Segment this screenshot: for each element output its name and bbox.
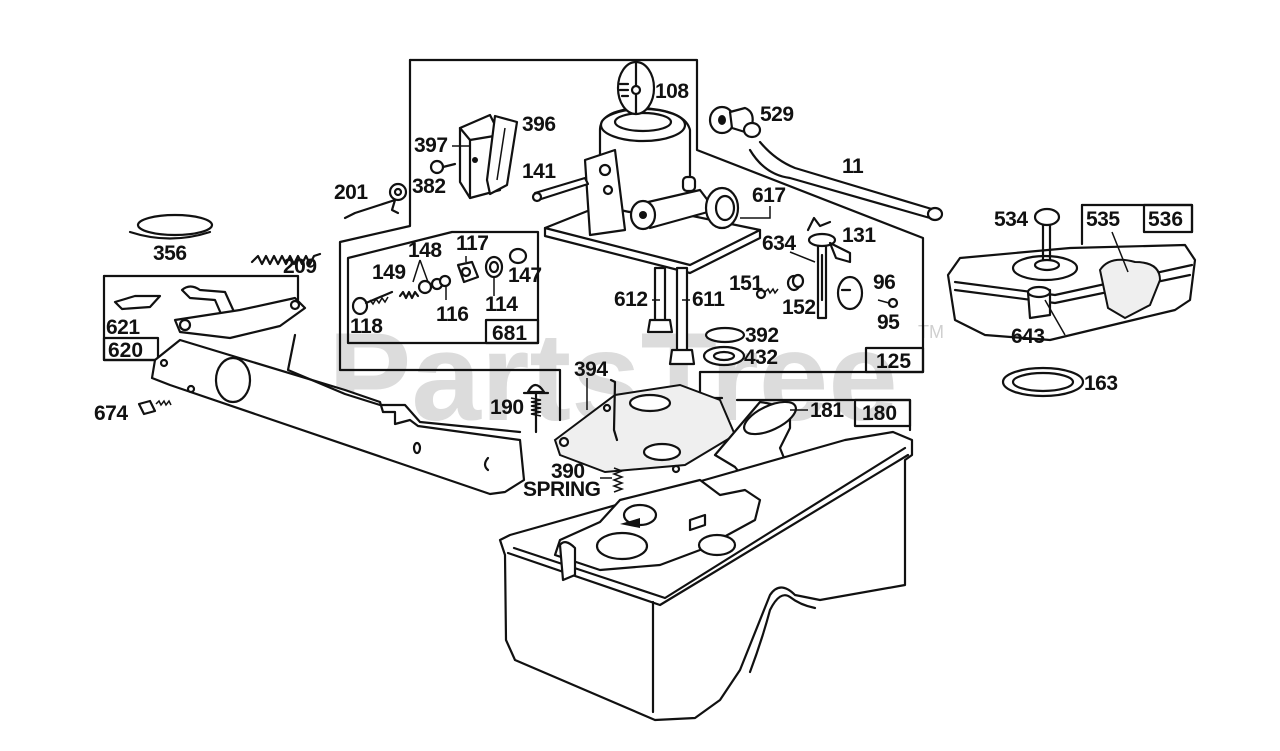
callout-116[interactable]: 116 [436, 303, 469, 326]
callout-190[interactable]: 190 [490, 396, 524, 419]
part-674-screw[interactable] [137, 399, 172, 416]
part-529-elbow-fitting[interactable] [708, 105, 762, 139]
callout-149[interactable]: 149 [372, 261, 406, 284]
callout-534[interactable]: 534 [994, 208, 1029, 231]
callout-118[interactable]: 118 [350, 315, 384, 338]
leader-634 [789, 251, 816, 263]
group-label-box-180 [853, 398, 912, 428]
group-label-681: 681 [492, 322, 527, 345]
callout-209[interactable]: 209 [283, 255, 317, 278]
part-534-screw[interactable] [1033, 207, 1061, 272]
group-label-box-536 [1142, 203, 1194, 234]
part-148-washers[interactable] [417, 277, 444, 295]
part-643-air-cleaner-body[interactable] [946, 243, 1197, 342]
part-11-fuel-pipe[interactable] [748, 140, 944, 222]
callout-394[interactable]: 394 [574, 358, 609, 381]
leader-617 [740, 206, 771, 219]
callout-95[interactable]: 95 [877, 311, 901, 334]
leader-643 [1044, 299, 1066, 336]
part-116-washer[interactable] [438, 274, 452, 288]
callout-spring[interactable]: SPRING [523, 478, 601, 501]
part-621-clip[interactable] [113, 294, 162, 311]
leader-535 [1111, 231, 1129, 273]
callout-147[interactable]: 147 [508, 264, 542, 287]
part-180-fuel-tank[interactable] [498, 430, 914, 722]
group-681-outline: 681 [346, 230, 540, 345]
callout-151[interactable]: 151 [729, 272, 764, 295]
leader-148 [412, 259, 429, 283]
part-141-pin[interactable] [531, 176, 590, 203]
group-label-180: 180 [862, 402, 897, 425]
part-152-spring[interactable] [786, 273, 805, 292]
part-382-screw[interactable] [429, 159, 457, 175]
carburetor-body[interactable] [543, 106, 762, 275]
part-114-washer[interactable] [484, 255, 504, 279]
callout-617[interactable]: 617 [752, 184, 786, 207]
callout-114[interactable]: 114 [485, 293, 519, 316]
part-147-nut[interactable] [508, 247, 528, 265]
group-label-box-620 [102, 336, 160, 362]
callout-397[interactable]: 397 [414, 134, 448, 157]
callout-141[interactable]: 141 [522, 160, 557, 183]
part-163-gasket[interactable] [1001, 366, 1085, 398]
callout-152[interactable]: 152 [782, 296, 816, 319]
callout-108[interactable]: 108 [655, 80, 690, 103]
part-131-throttle-lever[interactable] [806, 216, 852, 264]
callout-396[interactable]: 396 [522, 113, 556, 136]
part-96-throttle-plate[interactable] [836, 275, 864, 311]
callout-643[interactable]: 643 [1011, 325, 1045, 348]
part-612-bolt[interactable] [646, 266, 674, 334]
callout-432[interactable]: 432 [744, 346, 778, 369]
part-201-link[interactable] [343, 182, 408, 220]
group-label-box-681 [484, 318, 540, 345]
part-117-seat[interactable] [456, 260, 480, 284]
group-label-125: 125 [876, 350, 911, 373]
group-180-outline: 180 [735, 398, 912, 432]
callout-96[interactable]: 96 [873, 271, 896, 294]
part-611-bolt[interactable] [668, 266, 696, 366]
callout-529[interactable]: 529 [760, 103, 794, 126]
group-620-outline: 620 [102, 274, 300, 362]
callout-390[interactable]: 390 [551, 460, 585, 483]
part-151-screw[interactable] [755, 287, 779, 300]
part-396-clip[interactable] [485, 114, 519, 196]
watermark-tm: TM [918, 322, 944, 342]
callout-535[interactable]: 535 [1086, 208, 1121, 231]
callout-11[interactable]: 11 [842, 155, 865, 178]
part-209-spring[interactable] [250, 252, 322, 266]
callout-611[interactable]: 611 [692, 288, 726, 311]
group-label-box-125 [864, 346, 925, 374]
part-535-filter-element[interactable] [1098, 258, 1162, 320]
part-108-choke-shaft[interactable] [616, 60, 656, 116]
callout-148[interactable]: 148 [408, 239, 443, 262]
callout-labels: 108 529 396 397 382 141 11 201 617 356 2… [94, 80, 1121, 501]
callout-117[interactable]: 117 [456, 232, 489, 255]
part-190-screw[interactable] [522, 383, 550, 434]
part-432-seal[interactable] [702, 345, 746, 367]
part-149-spring[interactable] [398, 290, 420, 300]
callout-163[interactable]: 163 [1084, 372, 1118, 395]
part-634-throttle-shaft[interactable] [816, 238, 828, 320]
callout-621[interactable]: 621 [106, 316, 141, 339]
callout-674[interactable]: 674 [94, 402, 129, 425]
callout-131[interactable]: 131 [842, 224, 877, 247]
callout-181[interactable]: 181 [810, 399, 845, 422]
part-356-seal-ring[interactable] [128, 213, 214, 240]
callout-392[interactable]: 392 [745, 324, 779, 347]
callout-201[interactable]: 201 [334, 181, 369, 204]
part-392-gasket[interactable] [704, 326, 746, 344]
part-620-control-bracket[interactable] [150, 285, 526, 496]
part-390-spring[interactable] [611, 467, 625, 493]
part-118-needle-valve[interactable] [351, 290, 394, 316]
group-536-outline: 536 [1080, 203, 1194, 246]
callout-382[interactable]: 382 [412, 175, 446, 198]
group-label-620: 620 [108, 339, 143, 362]
callout-356[interactable]: 356 [153, 242, 187, 265]
callout-634[interactable]: 634 [762, 232, 797, 255]
part-95-screw[interactable] [877, 297, 899, 309]
group-label-536: 536 [1148, 208, 1183, 231]
callout-612[interactable]: 612 [614, 288, 648, 311]
